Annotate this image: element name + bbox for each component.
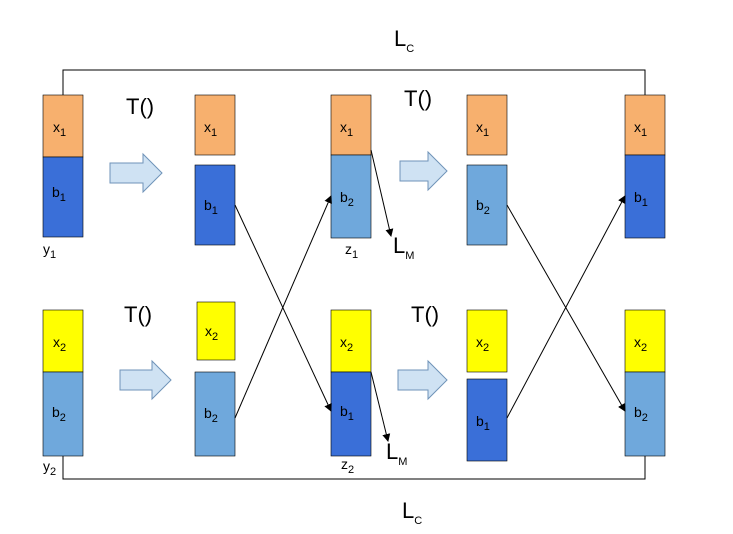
block-x2-col4 xyxy=(624,309,666,373)
label-b1-col1: b1 xyxy=(204,197,218,217)
label-b2-col1: b2 xyxy=(204,405,218,425)
transform-arrow-4 xyxy=(397,359,448,401)
block-b1-col3 xyxy=(466,378,508,462)
label-b2-col4: b2 xyxy=(634,404,648,424)
lm-arrow-top xyxy=(370,149,394,237)
label-b2-col2: b2 xyxy=(340,189,354,209)
label-b2-col3: b2 xyxy=(476,197,490,217)
block-x2-col1 xyxy=(196,301,236,361)
label-x1-col4: x1 xyxy=(634,119,647,139)
block-x2-col2 xyxy=(330,309,372,373)
label-x2-col2: x2 xyxy=(340,334,353,354)
label-b1-col3: b1 xyxy=(476,413,490,433)
cross-arrow-b1-up xyxy=(506,195,626,419)
block-x1-col3 xyxy=(466,94,508,156)
lc-top-connector xyxy=(62,69,646,95)
lc-bottom-connector xyxy=(62,455,646,480)
block-x2-col3 xyxy=(466,309,508,373)
block-x1-col4 xyxy=(624,94,666,156)
block-b2-col2 xyxy=(330,154,372,239)
transform-label-4: T() xyxy=(411,302,439,327)
lm-arrow-bottom xyxy=(370,371,391,442)
block-b2-col4 xyxy=(624,371,666,457)
block-b1-col1 xyxy=(194,164,236,246)
block-x1-col0 xyxy=(42,94,84,158)
lm-bottom-label: LM xyxy=(386,439,407,468)
label-b1-col2: b1 xyxy=(340,403,354,423)
label-x1-col3: x1 xyxy=(476,119,489,139)
transform-label-3: T() xyxy=(124,302,152,327)
label-b1-col0: b1 xyxy=(52,184,66,204)
label-y2-col0: y2 xyxy=(43,458,56,478)
lm-top-label: LM xyxy=(393,233,414,262)
block-b2-col3 xyxy=(466,164,508,246)
label-y1-col0: y1 xyxy=(43,241,56,261)
label-z1-col2: z1 xyxy=(345,241,358,261)
label-z2-col2: z2 xyxy=(341,456,354,476)
lc-bottom-label: LC xyxy=(402,498,422,527)
block-x1-col2 xyxy=(330,94,372,156)
block-b2-col0 xyxy=(42,371,84,457)
block-b2-col1 xyxy=(194,371,236,457)
label-x1-col0: x1 xyxy=(53,119,66,139)
label-x2-col3: x2 xyxy=(476,334,489,354)
transform-label-1: T() xyxy=(126,94,154,119)
transform-label-2: T() xyxy=(404,86,432,111)
cross-arrow-b2-up xyxy=(234,195,332,419)
label-x2-col4: x2 xyxy=(634,334,647,354)
label-x1-col2: x1 xyxy=(340,119,353,139)
block-x2-col0 xyxy=(42,309,84,373)
label-x2-col1: x2 xyxy=(205,323,218,343)
transform-arrow-1 xyxy=(109,152,163,194)
lc-top-label: LC xyxy=(394,26,414,55)
label-x1-col1: x1 xyxy=(204,119,217,139)
block-x1-col1 xyxy=(194,94,236,156)
block-b1-col0 xyxy=(42,156,84,238)
transform-arrow-2 xyxy=(399,150,448,192)
transform-arrow-3 xyxy=(119,359,172,401)
label-x2-col0: x2 xyxy=(53,334,66,354)
label-b1-col4: b1 xyxy=(634,189,648,209)
block-b1-col2 xyxy=(330,371,372,457)
label-b2-col0: b2 xyxy=(52,404,66,424)
